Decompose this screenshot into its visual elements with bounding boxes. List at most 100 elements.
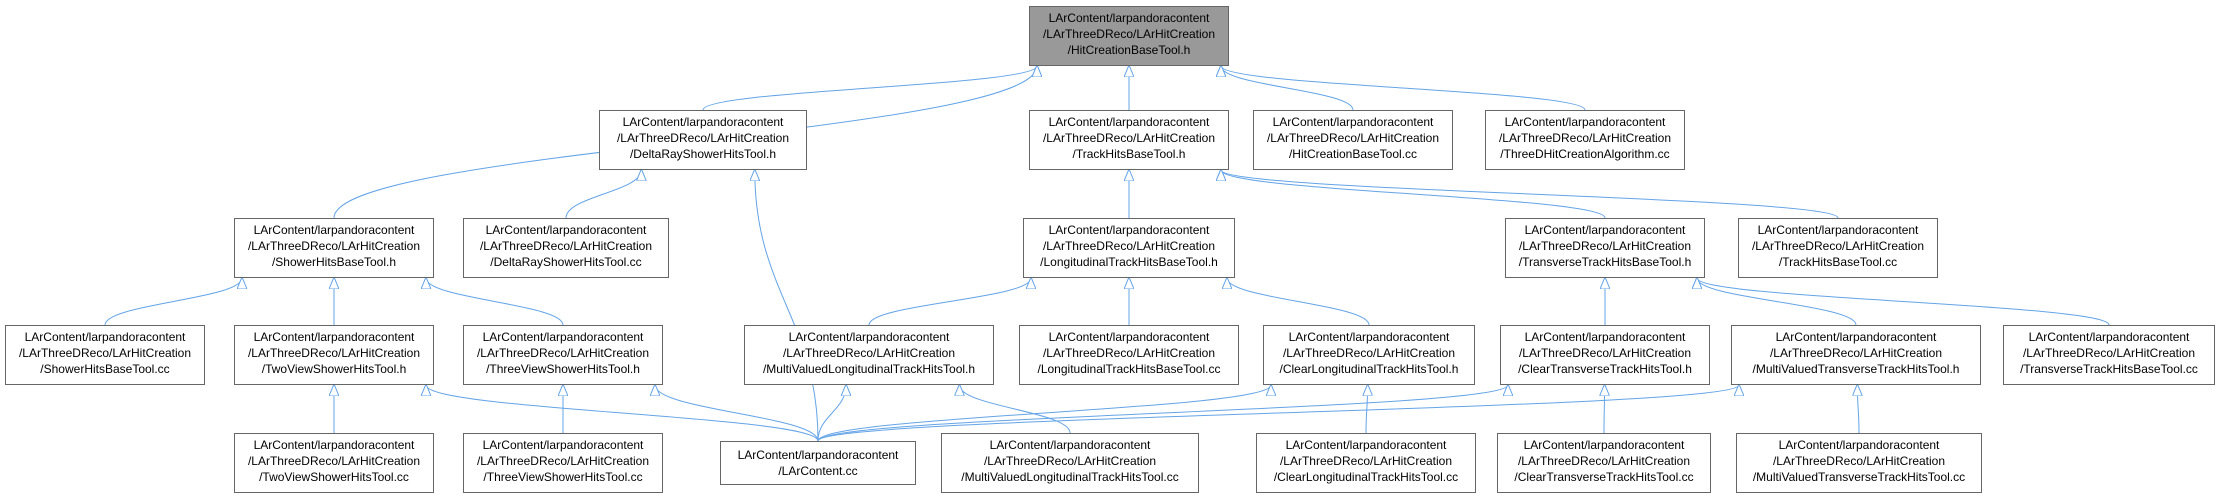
node-label-line: LArContent/larpandoracontent <box>1504 115 1666 129</box>
node-label-line: /TwoViewShowerHitsTool.h <box>261 362 407 376</box>
node-label-line: /LArThreeDReco/LArHitCreation <box>247 454 421 468</box>
node-showerCc[interactable]: LArContent/larpandoracontent/LArThreeDRe… <box>5 325 205 385</box>
node-label-line: /LArThreeDReco/LArHitCreation <box>1498 131 1672 145</box>
node-label-line: /LArThreeDReco/LArHitCreation <box>1282 346 1456 360</box>
edge-larCc-to-deltaH <box>755 170 819 442</box>
node-label-line: /LArThreeDReco/LArHitCreation <box>1042 239 1216 253</box>
node-label-line: LArContent/larpandoracontent <box>788 330 950 344</box>
edge-hcbCc-to-root <box>1221 66 1354 111</box>
node-label-line: /LArThreeDReco/LArHitCreation <box>18 346 192 360</box>
node-label-line: LArContent/larpandoracontent <box>482 330 644 344</box>
node-clearTransCc[interactable]: LArContent/larpandoracontent/LArThreeDRe… <box>1497 433 1711 493</box>
node-label-line: /DeltaRayShowerHitsTool.cc <box>490 255 642 269</box>
node-label-line: /LArThreeDReco/LArHitCreation <box>1751 239 1925 253</box>
node-label-line: /LArThreeDReco/LArHitCreation <box>983 454 1157 468</box>
node-mvTransCc[interactable]: LArContent/larpandoracontent/LArThreeDRe… <box>1736 433 1982 493</box>
node-label-line: /LArThreeDReco/LArHitCreation <box>1518 346 1692 360</box>
node-label-line: /TrackHitsBaseTool.h <box>1072 147 1186 161</box>
node-label-line: LArContent/larpandoracontent <box>24 330 186 344</box>
node-threeDCc[interactable]: LArContent/larpandoracontent/LArThreeDRe… <box>1485 110 1685 170</box>
edge-deltaCc-to-deltaH <box>565 170 641 219</box>
node-label-line: /ThreeDHitCreationAlgorithm.cc <box>1500 147 1670 161</box>
node-label-line: /LArThreeDReco/LArHitCreation <box>1518 239 1692 253</box>
node-label-line: /HitCreationBaseTool.h <box>1067 43 1191 57</box>
node-label-line: LArContent/larpandoracontent <box>1523 438 1685 452</box>
edge-mvLongCc-to-mvLongH <box>959 385 1071 434</box>
node-label-line: /ClearLongitudinalTrackHitsTool.h <box>1279 362 1459 376</box>
node-label-line: /LArThreeDReco/LArHitCreation <box>247 346 421 360</box>
node-label-line: /TransverseTrackHitsBaseTool.cc <box>2020 362 2198 376</box>
node-transCc[interactable]: LArContent/larpandoracontent/LArThreeDRe… <box>2003 325 2215 385</box>
node-label-line: /LArThreeDReco/LArHitCreation <box>1517 454 1691 468</box>
node-label-line: /MultiValuedLongitudinalTrackHitsTool.cc <box>961 470 1179 484</box>
node-label-line: /ClearLongitudinalTrackHitsTool.cc <box>1273 470 1459 484</box>
node-showerH[interactable]: LArContent/larpandoracontent/LArThreeDRe… <box>234 218 434 278</box>
node-mvLongCc[interactable]: LArContent/larpandoracontent/LArThreeDRe… <box>941 433 1199 493</box>
node-mvTransH[interactable]: LArContent/larpandoracontent/LArThreeDRe… <box>1731 325 1981 385</box>
node-label-line: LArContent/larpandoracontent <box>485 223 647 237</box>
node-hcbCc[interactable]: LArContent/larpandoracontent/LArThreeDRe… <box>1253 110 1453 170</box>
node-label-line: /TwoViewShowerHitsTool.cc <box>259 470 409 484</box>
node-label-line: /LArThreeDReco/LArHitCreation <box>616 131 790 145</box>
node-label-line: /LArThreeDReco/LArHitCreation <box>782 346 956 360</box>
node-label-line: LArContent/larpandoracontent <box>1048 330 1210 344</box>
node-label-line: LArContent/larpandoracontent <box>1778 438 1940 452</box>
edge-transCc-to-transH <box>1697 278 2110 326</box>
node-twoViewH[interactable]: LArContent/larpandoracontent/LArThreeDRe… <box>234 325 434 385</box>
node-label-line: /ShowerHitsBaseTool.cc <box>40 362 170 376</box>
node-label-line: /ClearTransverseTrackHitsTool.h <box>1518 362 1692 376</box>
node-longH[interactable]: LArContent/larpandoracontent/LArThreeDRe… <box>1023 218 1235 278</box>
node-label-line: LArContent/larpandoracontent <box>1048 11 1210 25</box>
node-mvLongH[interactable]: LArContent/larpandoracontent/LArThreeDRe… <box>744 325 994 385</box>
node-root: LArContent/larpandoracontent/LArThreeDRe… <box>1029 6 1229 66</box>
node-label-line: LArContent/larpandoracontent <box>1775 330 1937 344</box>
node-label-line: /LArThreeDReco/LArHitCreation <box>1266 131 1440 145</box>
edge-larCc-to-mvTransH <box>817 385 1739 442</box>
node-twoViewCc[interactable]: LArContent/larpandoracontent/LArThreeDRe… <box>234 433 434 493</box>
node-larCc[interactable]: LArContent/larpandoracontent/LArContent.… <box>720 441 916 485</box>
node-trackCc[interactable]: LArContent/larpandoracontent/LArThreeDRe… <box>1738 218 1938 278</box>
node-threeViewCc[interactable]: LArContent/larpandoracontent/LArThreeDRe… <box>463 433 663 493</box>
node-transH[interactable]: LArContent/larpandoracontent/LArThreeDRe… <box>1505 218 1705 278</box>
node-label-line: LArContent/larpandoracontent <box>1524 223 1686 237</box>
node-label-line: /LArThreeDReco/LArHitCreation <box>2022 346 2196 360</box>
node-deltaH[interactable]: LArContent/larpandoracontent/LArThreeDRe… <box>599 110 807 170</box>
node-label-line: /ShowerHitsBaseTool.h <box>271 255 397 269</box>
edge-showerCc-to-showerH <box>104 278 242 326</box>
node-label-line: LArContent/larpandoracontent <box>1048 223 1210 237</box>
node-label-line: /MultiValuedTransverseTrackHitsTool.cc <box>1752 470 1966 484</box>
node-label-line: /LongitudinalTrackHitsBaseTool.cc <box>1037 362 1221 376</box>
node-label-line: LArContent/larpandoracontent <box>1048 115 1210 129</box>
node-label-line: /LArThreeDReco/LArHitCreation <box>1279 454 1453 468</box>
node-label-line: LArContent/larpandoracontent <box>1288 330 1450 344</box>
node-label-line: LArContent/larpandoracontent <box>1524 330 1686 344</box>
node-label-line: /LArThreeDReco/LArHitCreation <box>1042 27 1216 41</box>
edge-larCc-to-twoViewH <box>426 385 819 442</box>
node-label-line: /LArThreeDReco/LArHitCreation <box>1772 454 1946 468</box>
node-label-line: /LArThreeDReco/LArHitCreation <box>1769 346 1943 360</box>
edge-clearTransCc-to-clearTransH <box>1604 385 1605 434</box>
edge-clearLongCc-to-clearLongH <box>1366 385 1368 434</box>
node-trackH[interactable]: LArContent/larpandoracontent/LArThreeDRe… <box>1029 110 1229 170</box>
node-label-line: LArContent/larpandoracontent <box>253 223 415 237</box>
node-label-line: LArContent/larpandoracontent <box>1285 438 1447 452</box>
edge-clearLongH-to-longH <box>1227 278 1370 326</box>
node-clearLongH[interactable]: LArContent/larpandoracontent/LArThreeDRe… <box>1263 325 1475 385</box>
node-label-line: LArContent/larpandoracontent <box>737 448 899 462</box>
node-clearTransH[interactable]: LArContent/larpandoracontent/LArThreeDRe… <box>1500 325 1710 385</box>
edge-mvTransCc-to-mvTransH <box>1857 385 1859 434</box>
node-clearLongCc[interactable]: LArContent/larpandoracontent/LArThreeDRe… <box>1256 433 1476 493</box>
node-label-line: /LArContent.cc <box>778 464 858 478</box>
node-longCc[interactable]: LArContent/larpandoracontent/LArThreeDRe… <box>1019 325 1239 385</box>
edge-larCc-to-clearLongH <box>817 385 1271 442</box>
node-label-line: /LArThreeDReco/LArHitCreation <box>476 346 650 360</box>
node-deltaCc[interactable]: LArContent/larpandoracontent/LArThreeDRe… <box>463 218 669 278</box>
node-label-line: /DeltaRayShowerHitsTool.h <box>629 147 777 161</box>
edge-threeViewH-to-showerH <box>426 278 564 326</box>
edge-larCc-to-mvLongH <box>817 385 846 442</box>
node-threeViewH[interactable]: LArContent/larpandoracontent/LArThreeDRe… <box>463 325 663 385</box>
edge-trackCc-to-trackH <box>1221 170 1839 219</box>
node-label-line: /LArThreeDReco/LArHitCreation <box>1042 131 1216 145</box>
node-label-line: /HitCreationBaseTool.cc <box>1288 147 1418 161</box>
